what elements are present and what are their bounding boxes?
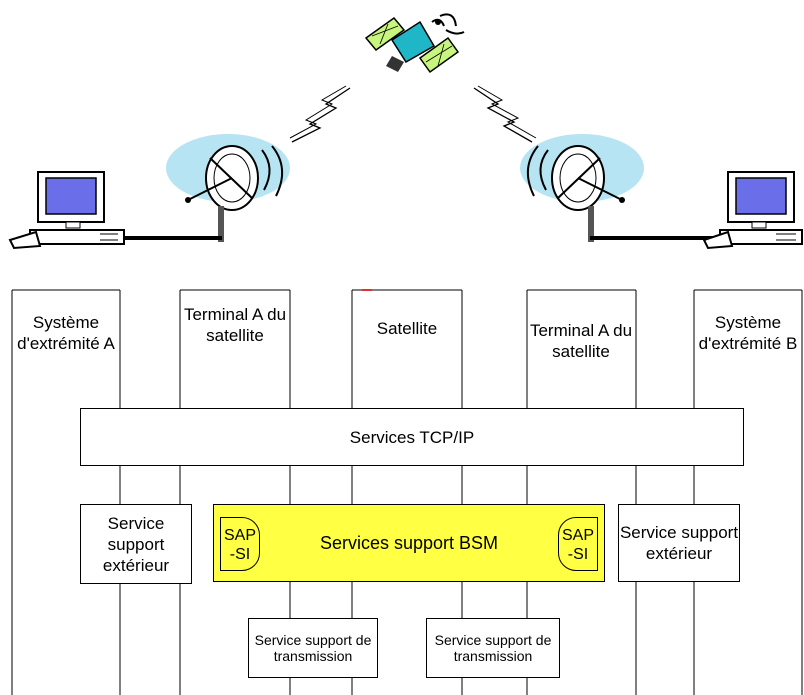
lifelines	[11, 290, 803, 695]
bsm-support-services-label: Services support BSM	[319, 532, 499, 553]
bsm-support-services-layer: SAP -SI Services support BSM SAP -SI	[213, 504, 605, 582]
transmission-support-service-left: Service support de transmission	[248, 618, 378, 678]
external-support-service-left: Service support extérieur	[80, 504, 192, 584]
sap-si-right-label: SAP -SI	[561, 527, 594, 563]
lightning-link-icon-left	[289, 85, 351, 143]
sap-si-left: SAP -SI	[220, 517, 260, 571]
sap-si-right: SAP -SI	[558, 517, 598, 571]
external-support-label-left: Service support extérieur	[102, 513, 170, 575]
lightning-link-icon-right	[473, 85, 537, 143]
column-label-terminal-left: Terminal A du satellite	[181, 304, 289, 346]
column-label-endpoint-a: Système d'extrémité A	[14, 312, 118, 354]
external-support-label-right: Service support extérieur	[619, 523, 739, 563]
satellite-icon	[364, 13, 465, 74]
tcpip-services-label: Services TCP/IP	[349, 427, 475, 447]
column-label-terminal-right: Terminal A du satellite	[528, 320, 634, 362]
computer-icon-right	[702, 171, 803, 250]
dish-antenna-icon-right	[520, 134, 644, 242]
external-support-service-right: Service support extérieur	[618, 504, 740, 582]
column-label-endpoint-b: Système d'extrémité B	[695, 312, 801, 354]
transmission-support-service-right: Service support de transmission	[426, 618, 560, 678]
tcpip-services-layer: Services TCP/IP	[80, 408, 744, 466]
transmission-support-label-left: Service support de transmission	[254, 632, 372, 664]
column-label-satellite: Satellite	[353, 318, 461, 339]
computer-icon-left	[8, 171, 125, 250]
transmission-support-label-right: Service support de transmission	[434, 632, 552, 664]
dish-antenna-icon-left	[166, 134, 290, 242]
sap-si-left-label: SAP -SI	[223, 527, 256, 563]
